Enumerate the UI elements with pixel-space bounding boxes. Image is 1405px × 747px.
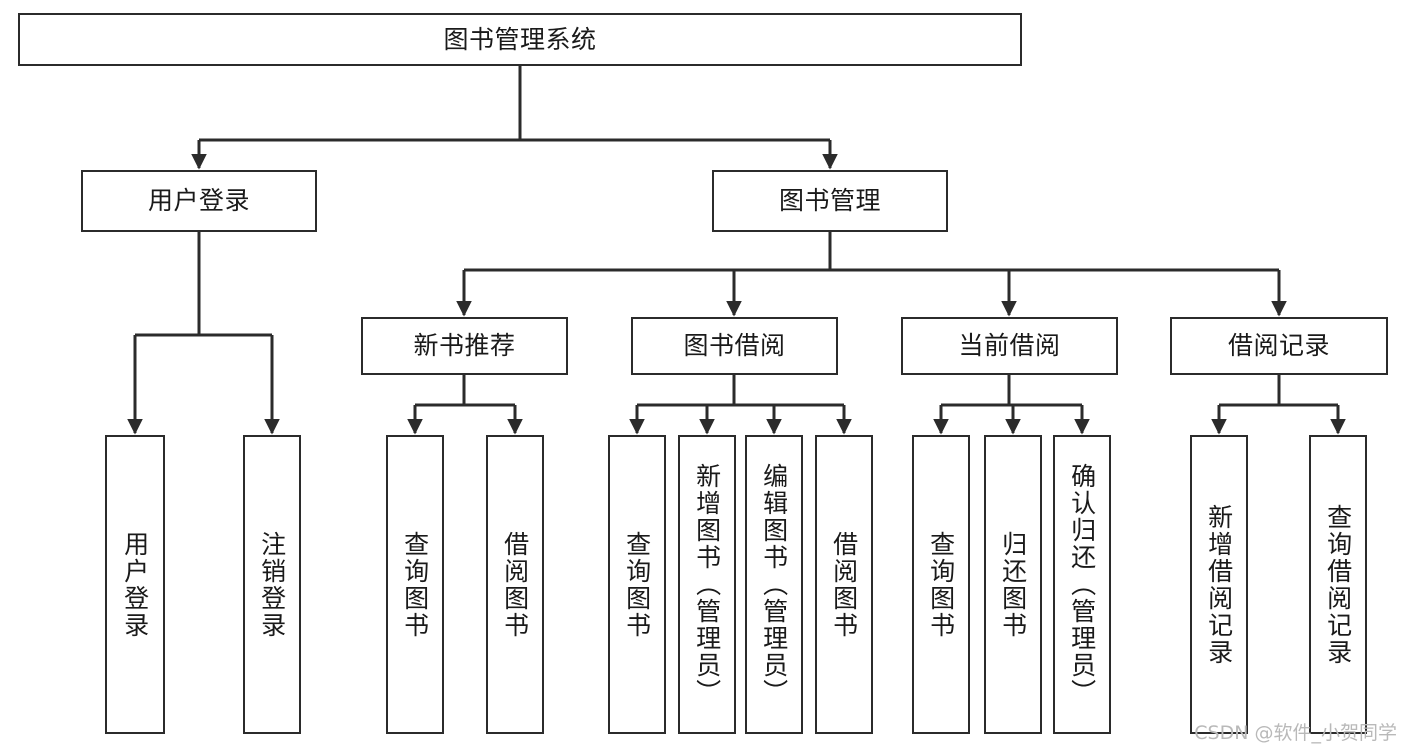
node-label: 图书管理系统 [443, 24, 597, 54]
node-root-root: 图书管理系统 [18, 13, 1022, 66]
node-label: 查询图书 [400, 530, 430, 639]
node-current-borrow: 当前借阅 [901, 317, 1118, 375]
node-label: 借阅图书 [500, 530, 530, 639]
node-label: 图书管理 [778, 186, 881, 215]
node-leaf-borrow-book-2: 借阅图书 [815, 435, 873, 734]
node-label: 图书借阅 [683, 331, 786, 360]
node-leaf-query-book-2: 查询图书 [608, 435, 666, 734]
node-leaf-query-record: 查询借阅记录 [1309, 435, 1367, 734]
node-label: 借阅记录 [1227, 331, 1330, 360]
csdn-watermark: CSDN @软件_小贺同学 [1194, 722, 1397, 744]
node-leaf-query-book-1: 查询图书 [386, 435, 444, 734]
node-label: 用户登录 [147, 186, 250, 215]
node-label: 借阅图书 [829, 530, 859, 639]
node-label: 当前借阅 [958, 331, 1061, 360]
node-leaf-borrow-book-1: 借阅图书 [486, 435, 544, 734]
node-book-borrow: 图书借阅 [631, 317, 838, 375]
node-new-book-recommend: 新书推荐 [361, 317, 568, 375]
node-leaf-add-book: 新增图书（管理员） [678, 435, 736, 734]
node-leaf-user-login: 用户登录 [105, 435, 165, 734]
node-leaf-confirm-return: 确认归还（管理员） [1053, 435, 1111, 734]
node-label: 新增借阅记录 [1204, 503, 1234, 666]
node-leaf-logout: 注销登录 [243, 435, 301, 734]
node-borrow-record: 借阅记录 [1170, 317, 1388, 375]
node-user-login: 用户登录 [81, 170, 317, 232]
node-leaf-add-record: 新增借阅记录 [1190, 435, 1248, 734]
node-label: 归还图书 [998, 530, 1028, 639]
node-book-manage: 图书管理 [712, 170, 948, 232]
node-label: 查询图书 [622, 530, 652, 639]
node-label: 用户登录 [120, 530, 150, 639]
node-leaf-query-book-3: 查询图书 [912, 435, 970, 734]
node-label: 编辑图书（管理员） [759, 463, 789, 706]
node-label: 查询借阅记录 [1323, 503, 1353, 666]
node-label: 新书推荐 [413, 331, 516, 360]
node-label: 查询图书 [926, 530, 956, 639]
node-label: 新增图书（管理员） [692, 463, 722, 706]
node-leaf-return-book: 归还图书 [984, 435, 1042, 734]
node-label: 确认归还（管理员） [1067, 463, 1097, 706]
node-label: 注销登录 [257, 530, 287, 639]
node-leaf-edit-book: 编辑图书（管理员） [745, 435, 803, 734]
